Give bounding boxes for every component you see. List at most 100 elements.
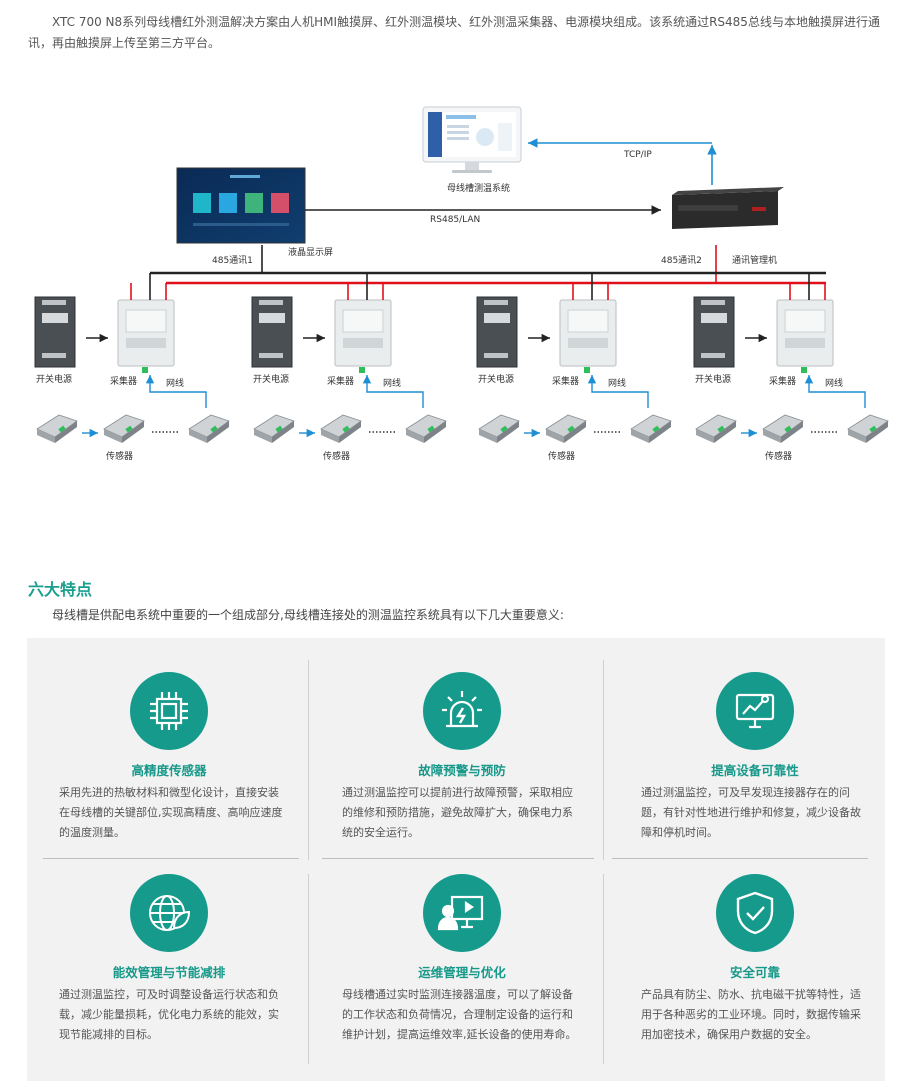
divider bbox=[603, 874, 604, 1064]
power-supply-terminals bbox=[701, 300, 725, 305]
collector-ports bbox=[785, 338, 825, 348]
presentation-icon bbox=[423, 874, 501, 952]
divider bbox=[612, 858, 868, 859]
sensor-side bbox=[37, 429, 55, 443]
feature-description: 通过测温监控，可及早发现连接器存在的问题，有针对性地进行维护和修复，减少设备故障… bbox=[641, 786, 861, 839]
feature-title: 高精度传感器 bbox=[131, 763, 207, 778]
power-supply-terminals bbox=[484, 300, 508, 305]
sensor-front bbox=[55, 421, 77, 443]
sensor-side bbox=[696, 429, 714, 443]
gateway-image bbox=[672, 187, 784, 229]
sensor-label: 传感器 bbox=[106, 452, 134, 462]
feature-title: 故障预警与预防 bbox=[418, 763, 506, 778]
power-supply-terminals bbox=[259, 353, 283, 358]
power-supply-terminals bbox=[259, 300, 283, 305]
collector-port bbox=[801, 367, 807, 373]
sensor-led bbox=[784, 425, 792, 433]
sensor-led bbox=[427, 425, 435, 433]
feature-description: 通过测温监控可以提前进行故障预警，采取相应的维修和预防措施，避免故障扩大，确保电… bbox=[342, 786, 573, 839]
feature-card: 安全可靠 产品具有防尘、防水、抗电磁干扰等特性，适用于各种恶劣的工业环境。同时，… bbox=[625, 874, 885, 1045]
features-panel: 高精度传感器 采用先进的热敏材料和微型化设计，直接安装在母线槽的关键部位,实现高… bbox=[27, 638, 885, 1081]
net-label: 网线 bbox=[608, 379, 627, 389]
sensor-front bbox=[272, 421, 294, 443]
divider bbox=[308, 874, 309, 1064]
divider bbox=[308, 660, 309, 860]
collector-panel bbox=[784, 309, 826, 333]
sensor-front bbox=[866, 421, 888, 443]
sensor-front bbox=[339, 421, 361, 443]
collector-port bbox=[142, 367, 148, 373]
psu-label: 开关电源 bbox=[36, 375, 73, 385]
power-supply-terminals bbox=[484, 353, 508, 358]
net-cable-arrow bbox=[587, 375, 649, 408]
sensor-led bbox=[652, 425, 660, 433]
power-supply-label-plate bbox=[484, 313, 510, 323]
net-label: 网线 bbox=[825, 379, 844, 389]
sensor-led bbox=[869, 425, 877, 433]
sensor-led bbox=[567, 425, 575, 433]
monitor-label: 母线槽测温系统 bbox=[447, 184, 511, 194]
sensor-led bbox=[58, 425, 66, 433]
divider bbox=[603, 660, 604, 860]
collector-label: 采集器 bbox=[327, 377, 355, 387]
sensor-label: 传感器 bbox=[323, 452, 351, 462]
sensor-led bbox=[125, 425, 133, 433]
diagram-canvas bbox=[34, 106, 889, 443]
power-supply-terminals bbox=[701, 353, 725, 358]
power-supply-terminals bbox=[42, 300, 66, 305]
feature-description: 通过测温监控，可及时调整设备运行状态和负载，减少能量损耗，优化电力系统的能效，实… bbox=[59, 988, 279, 1041]
power-supply-label-plate bbox=[701, 313, 727, 323]
power-supply-label-plate bbox=[42, 313, 68, 323]
sensor-front bbox=[207, 421, 229, 443]
sensor-side bbox=[631, 429, 649, 443]
feature-card: 提高设备可靠性 通过测温监控，可及早发现连接器存在的问题，有针对性地进行维护和修… bbox=[625, 672, 885, 843]
collector-port bbox=[359, 367, 365, 373]
feature-card: 高精度传感器 采用先进的热敏材料和微型化设计，直接安装在母线槽的关键部位,实现高… bbox=[39, 672, 299, 843]
feature-title: 运维管理与优化 bbox=[418, 965, 506, 980]
chip-icon bbox=[130, 672, 208, 750]
sensor-front bbox=[714, 421, 736, 443]
sensor-front bbox=[424, 421, 446, 443]
sensor-led bbox=[210, 425, 218, 433]
collector-label: 采集器 bbox=[110, 377, 138, 387]
monitor-image bbox=[422, 106, 522, 173]
sensor-side bbox=[189, 429, 207, 443]
feature-title: 提高设备可靠性 bbox=[711, 763, 799, 778]
collector-panel bbox=[567, 309, 609, 333]
comm2-label: 485通讯2 bbox=[661, 256, 702, 266]
sensor-side bbox=[763, 429, 781, 443]
psu-label: 开关电源 bbox=[695, 375, 732, 385]
sensor-label: 传感器 bbox=[548, 452, 576, 462]
collector-panel bbox=[125, 309, 167, 333]
sensor-front bbox=[122, 421, 144, 443]
sensor-side bbox=[546, 429, 564, 443]
sensor-side bbox=[104, 429, 122, 443]
psu-label: 开关电源 bbox=[478, 375, 515, 385]
sensor-side bbox=[321, 429, 339, 443]
collector-label: 采集器 bbox=[769, 377, 797, 387]
feature-description: 采用先进的热敏材料和微型化设计，直接安装在母线槽的关键部位,实现高精度、高响应速… bbox=[59, 786, 283, 839]
net-cable-arrow bbox=[145, 375, 207, 408]
sensor-front bbox=[497, 421, 519, 443]
globe-leaf-icon bbox=[130, 874, 208, 952]
net-label: 网线 bbox=[166, 379, 185, 389]
net-cable-arrow bbox=[804, 375, 866, 408]
collector-label: 采集器 bbox=[552, 377, 580, 387]
feature-card: 运维管理与优化 母线槽通过实时监测连接器温度，可以了解设备的工作状态和负荷情况，… bbox=[332, 874, 592, 1045]
sensor-side bbox=[479, 429, 497, 443]
power-supply-label-plate bbox=[259, 313, 285, 323]
section-title: 六大特点 bbox=[28, 580, 93, 599]
sensor-front bbox=[781, 421, 803, 443]
rs485-label: RS485/LAN bbox=[430, 215, 481, 225]
collector-ports bbox=[343, 338, 383, 348]
lcd-screen-image bbox=[176, 167, 306, 244]
sensor-side bbox=[254, 429, 272, 443]
sensor-front bbox=[649, 421, 671, 443]
sensor-label: 传感器 bbox=[765, 452, 793, 462]
sensor-led bbox=[717, 425, 725, 433]
net-label: 网线 bbox=[383, 379, 402, 389]
divider bbox=[322, 858, 594, 859]
sensor-front bbox=[564, 421, 586, 443]
tcpip-label: TCP/IP bbox=[624, 150, 652, 160]
feature-description: 母线槽通过实时监测连接器温度，可以了解设备的工作状态和负荷情况，合理制定设备的运… bbox=[342, 988, 577, 1041]
